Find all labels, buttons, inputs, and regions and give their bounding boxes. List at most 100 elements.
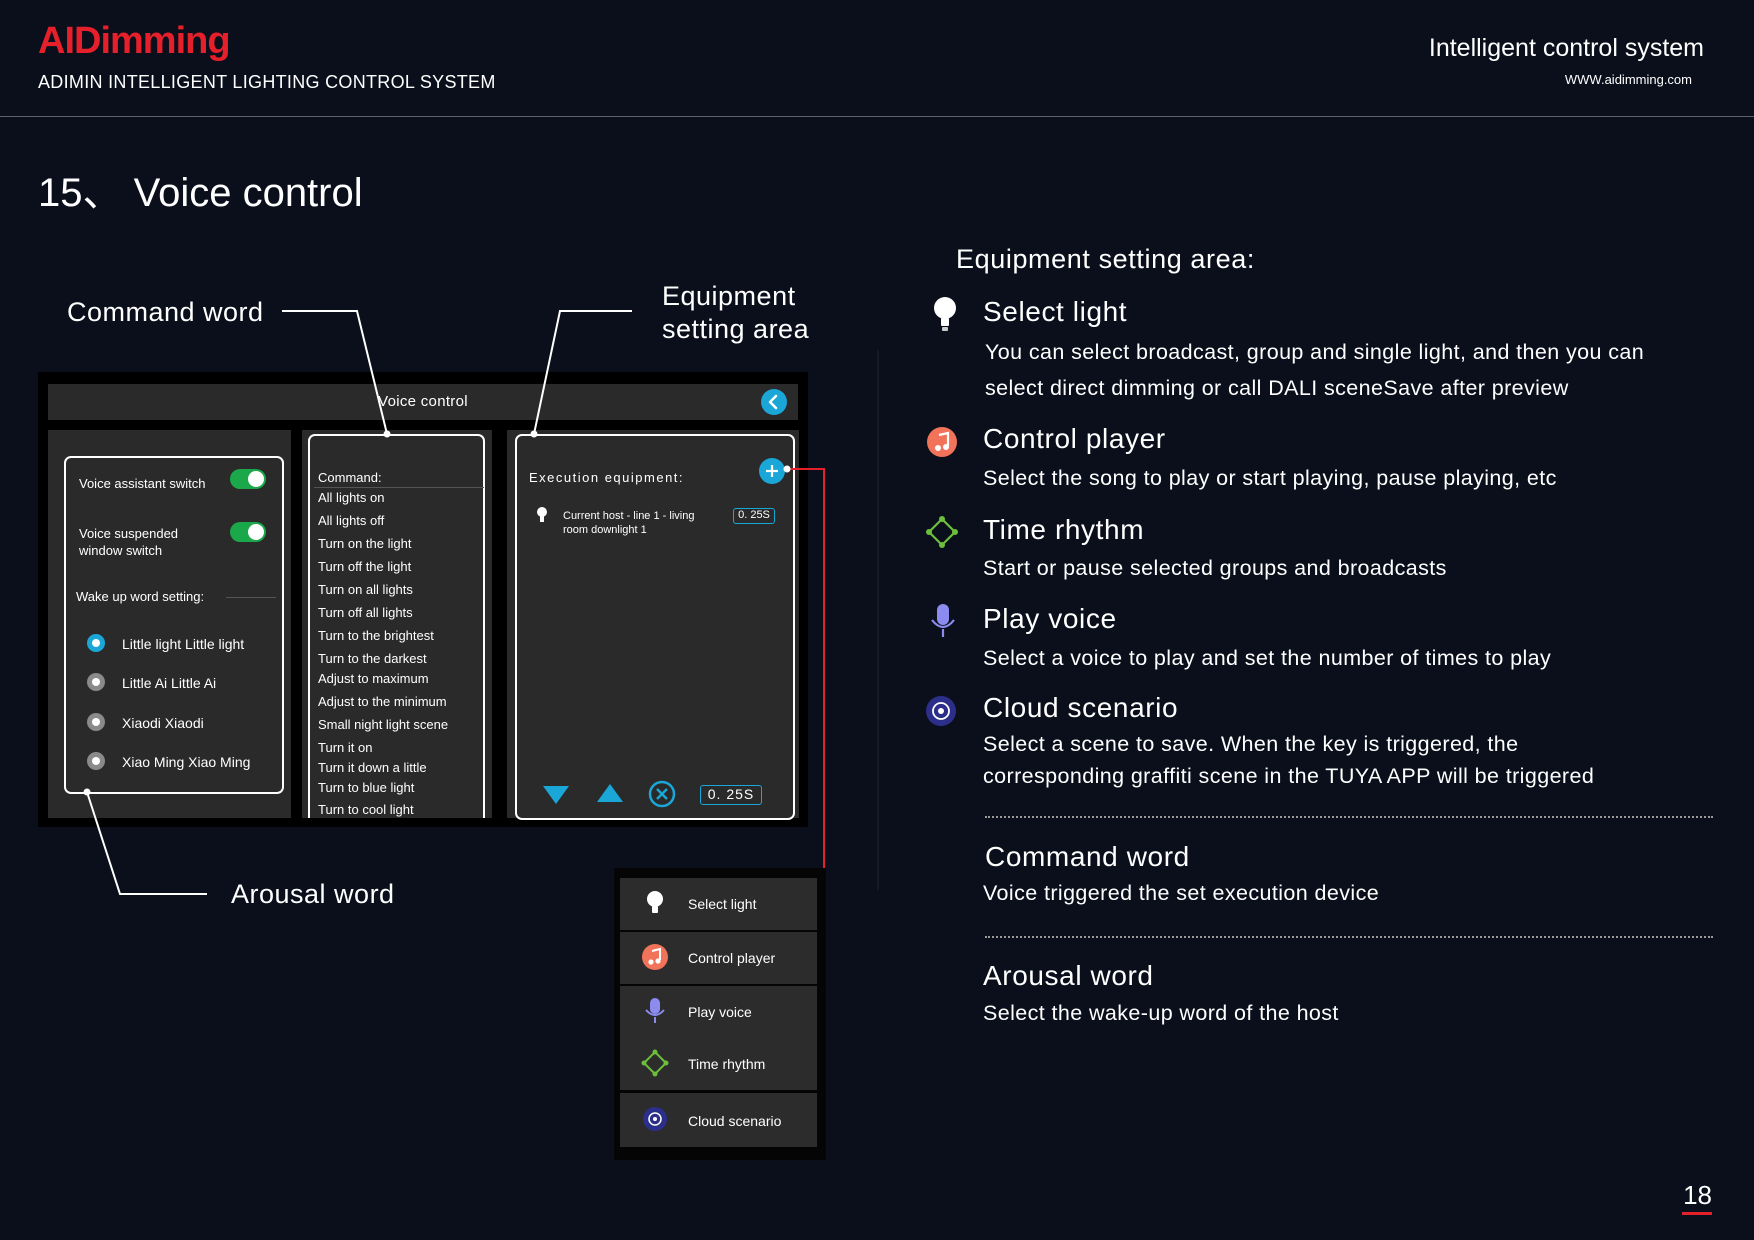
callout-command-word: Command word	[67, 297, 264, 327]
command-card	[308, 434, 485, 818]
feature-title: Cloud scenario	[983, 692, 1179, 723]
command-item[interactable]: Small night light scene	[318, 717, 449, 732]
page-header	[0, 0, 1754, 117]
page-number-underline	[1682, 1212, 1712, 1215]
feature-desc: Select a scene to save. When the key is …	[983, 732, 1519, 756]
wake-radio-3[interactable]	[87, 713, 105, 731]
brand-logo: AIDimming	[38, 20, 231, 62]
feature-desc: Start or pause selected groups and broad…	[983, 556, 1447, 580]
command-item[interactable]: All lights on	[318, 490, 385, 505]
command-item[interactable]: Turn to the darkest	[318, 651, 427, 666]
feature-desc: You can select broadcast, group and sing…	[985, 340, 1645, 364]
voice-suspended-label-1: Voice suspended	[79, 526, 179, 541]
command-item[interactable]: Adjust to the minimum	[318, 694, 447, 709]
website-link[interactable]: WWW.aidimming.com	[1564, 72, 1692, 87]
screen-title: Voice control	[378, 393, 468, 410]
feature-desc: select direct dimming or call DALI scene…	[985, 376, 1569, 400]
feature-title: Select light	[983, 296, 1128, 327]
wake-word-1: Little light Little light	[122, 636, 245, 652]
bulb-icon	[934, 297, 956, 331]
brand-subtitle: ADIMIN INTELLIGENT LIGHTING CONTROL SYST…	[38, 72, 496, 92]
voice-suspended-label-2: window switch	[79, 543, 163, 558]
rhythm-diamond-icon	[926, 516, 958, 548]
popup-label: Control player	[688, 950, 776, 966]
wake-radio-4[interactable]	[87, 752, 105, 770]
page-number: 18	[1683, 1180, 1712, 1210]
command-word-title: Command word	[985, 841, 1190, 872]
tagline: Intelligent control system	[1428, 34, 1704, 62]
wake-card	[64, 456, 284, 794]
device-name-line2: room downlight 1	[563, 524, 647, 536]
voice-assistant-toggle[interactable]	[230, 469, 266, 489]
page-title: 15、 Voice control	[38, 171, 363, 215]
triangle-down-icon[interactable]	[541, 784, 571, 806]
feature-desc: Select a voice to play and set the numbe…	[983, 646, 1552, 670]
bulb-icon	[647, 891, 663, 913]
music-note-icon	[927, 427, 957, 457]
execution-panel	[507, 430, 799, 818]
close-circle-icon[interactable]	[648, 780, 676, 808]
arousal-word-desc: Select the wake-up word of the host	[983, 1001, 1339, 1025]
command-item[interactable]: Turn it down a little	[318, 760, 427, 775]
command-item[interactable]: All lights off	[318, 513, 385, 528]
popup-label: Time rhythm	[688, 1056, 766, 1072]
popup-label: Cloud scenario	[688, 1113, 782, 1129]
wake-radio-2[interactable]	[87, 673, 105, 691]
callout-arousal-word: Arousal word	[231, 879, 395, 909]
popup-label: Play voice	[688, 1004, 752, 1020]
voice-suspended-toggle[interactable]	[230, 522, 266, 542]
dotted-divider	[985, 816, 1713, 818]
chevron-left-icon	[768, 394, 778, 410]
wake-word-2: Little Ai Little Ai	[122, 675, 217, 691]
voice-assistant-label: Voice assistant switch	[79, 476, 206, 491]
command-item[interactable]: Turn on all lights	[318, 582, 413, 597]
screen-topbar	[48, 384, 798, 420]
command-item[interactable]: Turn to cool light	[318, 802, 414, 817]
add-device-button[interactable]	[759, 458, 785, 484]
callout-equipment-line2: setting area	[662, 314, 810, 344]
wake-setting-label: Wake up word setting:	[76, 589, 205, 604]
wake-word-3: Xiaodi Xiaodi	[122, 715, 204, 731]
rhythm-diamond-icon	[641, 1049, 669, 1077]
plus-icon	[766, 465, 778, 477]
command-item[interactable]: Turn it on	[318, 740, 373, 755]
divider	[314, 487, 484, 488]
feature-desc: Select the song to play or start playing…	[983, 466, 1557, 490]
command-item[interactable]: Turn to the brightest	[318, 628, 434, 643]
command-item[interactable]: Turn off all lights	[318, 605, 413, 620]
feature-desc: corresponding graffiti scene in the TUYA…	[983, 764, 1595, 788]
feature-title: Time rhythm	[983, 514, 1145, 545]
bulb-icon	[537, 507, 547, 522]
microphone-icon	[931, 604, 955, 637]
command-item[interactable]: Adjust to maximum	[318, 671, 429, 686]
command-header: Command:	[318, 470, 382, 485]
feature-title: Play voice	[983, 603, 1117, 634]
dotted-divider	[985, 936, 1713, 938]
callout-equipment-line1: Equipment	[662, 281, 796, 311]
wake-radio-1[interactable]	[87, 634, 105, 652]
arousal-word-title: Arousal word	[983, 960, 1154, 991]
music-note-icon	[642, 944, 668, 970]
command-word-desc: Voice triggered the set execution device	[983, 881, 1380, 905]
command-item[interactable]: Turn to blue light	[318, 780, 415, 795]
divider	[226, 597, 276, 598]
command-item[interactable]: Turn off the light	[318, 559, 412, 574]
triangle-up-icon[interactable]	[595, 782, 625, 804]
popup-item-time-rhythm[interactable]	[620, 1038, 817, 1090]
execution-card	[515, 434, 795, 820]
device-time-badge[interactable]: 0. 25S	[733, 508, 775, 524]
footer-time-badge[interactable]: 0. 25S	[700, 785, 762, 805]
command-panel	[302, 430, 492, 818]
popup-label: Select light	[688, 896, 757, 912]
command-item[interactable]: Turn on the light	[318, 536, 412, 551]
execution-header: Execution equipment:	[529, 470, 685, 485]
back-button[interactable]	[761, 389, 787, 415]
feature-title: Control player	[983, 423, 1166, 454]
wake-word-4: Xiao Ming Xiao Ming	[122, 754, 251, 770]
cloud-scenario-icon	[643, 1107, 667, 1131]
device-name-line1: Current host - line 1 - living	[563, 510, 695, 522]
right-heading: Equipment setting area:	[956, 244, 1255, 274]
wake-panel	[48, 430, 291, 818]
microphone-icon	[645, 998, 665, 1023]
cloud-scenario-icon	[926, 696, 956, 726]
